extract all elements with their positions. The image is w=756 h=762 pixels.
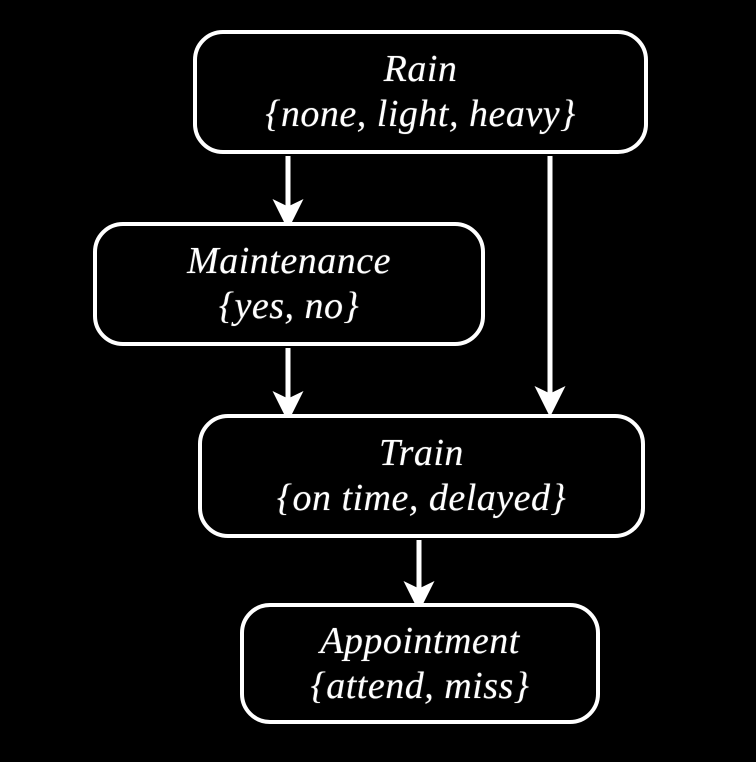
node-train-states: {on time, delayed} xyxy=(276,477,567,519)
node-maintenance[interactable]: Maintenance {yes, no} xyxy=(93,222,485,346)
node-rain-states: {none, light, heavy} xyxy=(265,93,576,135)
node-appointment[interactable]: Appointment {attend, miss} xyxy=(240,603,600,724)
node-rain-label: Rain xyxy=(383,48,458,91)
node-appointment-states: {attend, miss} xyxy=(310,664,530,707)
node-rain[interactable]: Rain {none, light, heavy} xyxy=(193,30,648,154)
node-train-label: Train xyxy=(379,432,464,475)
node-maintenance-states: {yes, no} xyxy=(218,285,360,327)
node-maintenance-label: Maintenance xyxy=(187,240,391,283)
node-train[interactable]: Train {on time, delayed} xyxy=(198,414,645,538)
node-appointment-label: Appointment xyxy=(320,619,520,662)
